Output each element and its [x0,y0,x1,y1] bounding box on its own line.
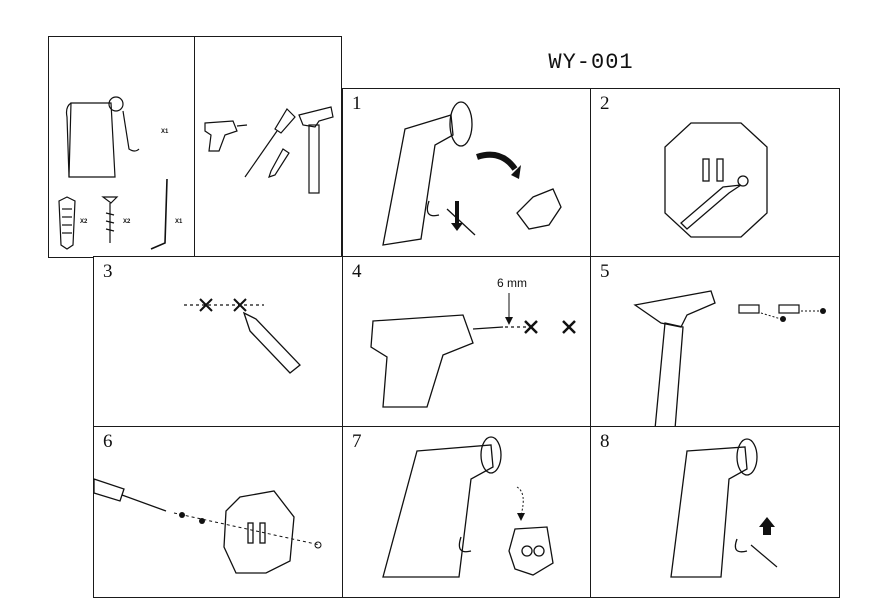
bracket-icon [664,122,768,238]
bracket-icon [516,188,562,230]
arrowhead-icon [511,165,521,179]
holder-arm-icon [426,200,440,217]
step-4-panel: 4 6 mm [342,256,592,428]
wall-anchor-icon [778,304,800,314]
parts-illustration: X1 X2 X2 X1 [58,96,183,250]
hexkey-qty: X1 [175,219,183,225]
drill-point-x-icon [562,320,576,334]
hex-key-icon [150,178,168,250]
tools-illustration [204,106,334,194]
screw-qty: X2 [123,219,131,225]
step-8-illustration [670,438,778,578]
tools-panel [194,36,342,258]
bracket-icon [508,526,554,576]
step-1-panel: 1 [342,88,592,258]
holder-cover-icon [382,114,454,246]
mark-x-icon [233,298,247,312]
drill-icon [204,120,248,152]
up-arrow-icon [759,517,775,535]
step-3-panel: 3 [93,256,343,428]
screwdriver-icon [93,478,167,512]
bracket-slot-icon [716,158,724,182]
step-2-panel: 2 [590,88,840,258]
wall-anchor-icon [58,196,76,250]
drill-icon [370,314,504,408]
arrow-icon [505,317,513,325]
screw-icon [101,196,119,243]
wall-mount-icon [449,101,473,147]
step-5-panel: 5 [590,256,840,430]
holder-qty: X1 [161,129,169,135]
model-title: WY-001 [548,49,634,75]
toilet-roll-holder-icon [65,96,140,178]
step-1-number: 1 [352,93,362,114]
step-5-number: 5 [600,261,610,282]
pencil-icon [268,148,290,178]
hex-key-icon [446,208,476,236]
step-6-illustration [93,478,322,574]
step-3-illustration [184,298,301,374]
step-6-number: 6 [103,431,113,452]
wall-anchor-icon [738,304,760,314]
down-arrow-icon [451,201,463,231]
step-8-number: 8 [600,431,610,452]
pencil-icon [242,311,301,374]
holder-cover-icon [382,436,502,578]
hex-key-icon [750,544,778,568]
step-2-number: 2 [600,93,610,114]
step-7-number: 7 [352,431,362,452]
step-5-illustration [633,290,826,430]
step-3-number: 3 [103,261,113,282]
hammer-icon [298,106,334,194]
step-7-illustration [382,436,554,578]
dotted-arrow-icon [516,486,524,516]
screw-head-icon [199,518,205,524]
mark-point-icon [737,175,749,187]
step-4-number: 4 [352,261,362,282]
bracket-slot-icon [702,158,710,182]
hammer-icon [633,290,716,430]
screw-head-icon [179,512,185,518]
screwdriver-icon [244,108,296,178]
pencil-icon [680,184,742,230]
drill-point-x-icon [524,320,538,334]
washer-icon [314,541,322,549]
step-2-illustration [664,122,768,238]
bracket-icon [223,490,295,574]
step-4-illustration: 6 mm [370,276,576,408]
step-6-panel: 6 [93,426,343,598]
holder-cover-icon [670,438,758,578]
drill-size-label: 6 mm [497,276,527,290]
parts-panel: X1 X2 X2 X1 [48,36,196,258]
step-7-panel: 7 [342,426,592,598]
curved-arrow-icon [476,151,518,171]
anchor-qty: X2 [80,219,88,225]
step-8-panel: 8 [590,426,840,598]
step-1-illustration [382,101,562,246]
mark-x-icon [199,298,213,312]
